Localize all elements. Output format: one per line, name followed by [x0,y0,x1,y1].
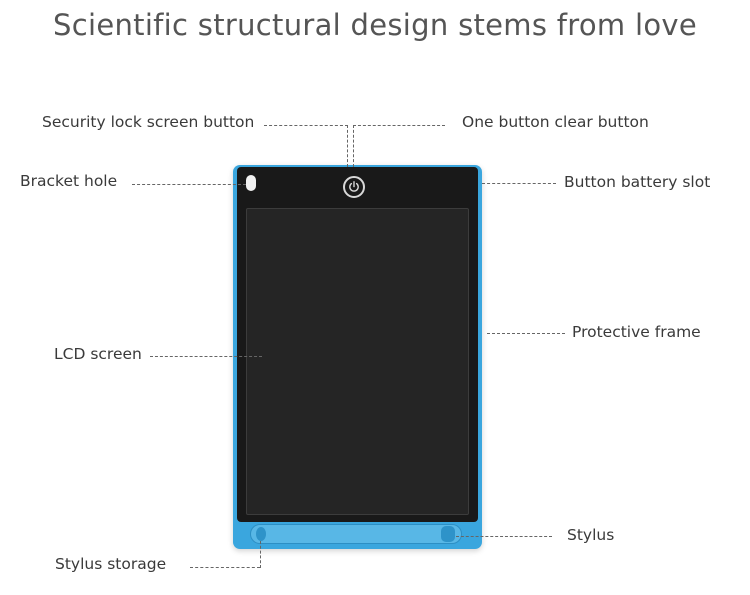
label-protective-frame: Protective frame [572,323,701,341]
label-stylus-storage: Stylus storage [55,555,167,573]
label-battery-slot: Button battery slot [564,173,711,191]
leader-one-button-clear [353,125,445,126]
leader-stylus-storage [190,567,260,568]
clear-button [343,176,365,198]
leader-protective-frame [487,333,565,334]
lcd-screen [246,208,469,515]
leader-stylus-storage-drop [260,541,261,568]
label-stylus: Stylus [567,526,615,544]
leader-one-button-clear-drop [353,125,354,167]
power-icon [349,181,359,192]
leader-bracket-hole [132,184,246,185]
label-lcd-screen: LCD screen [54,345,142,363]
leader-battery-slot [482,183,556,184]
leader-stylus [456,536,552,537]
label-bracket-hole: Bracket hole [20,172,118,190]
bracket-hole [246,175,256,191]
stylus-end [441,526,455,542]
label-one-button-clear: One button clear button [462,113,649,131]
stylus [250,524,462,544]
label-security-lock: Security lock screen button [42,113,255,131]
leader-security-lock-drop [347,125,348,167]
leader-lcd-screen [150,356,262,357]
page-title: Scientific structural design stems from … [53,8,697,42]
stylus-tip [256,527,266,541]
leader-security-lock [264,125,348,126]
